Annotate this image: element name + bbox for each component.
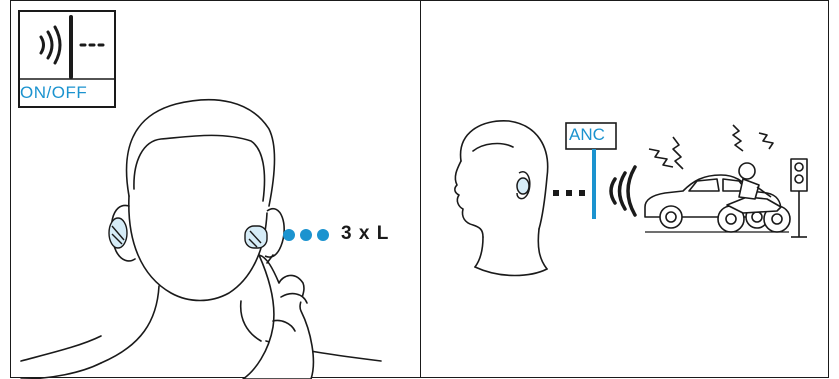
right-panel-drawing (421, 1, 830, 379)
tap-dot (283, 229, 295, 241)
sound-waves-icon (41, 17, 103, 77)
hand-tapping-figure (243, 255, 313, 379)
profile-ear-earbud-icon (517, 172, 530, 199)
noise-zigzag-icons (649, 125, 773, 169)
left-panel-drawing (11, 1, 422, 379)
onoff-label: ON/OFF (20, 83, 87, 103)
tap-dot (300, 229, 312, 241)
right-earbud-icon (245, 226, 267, 248)
right-panel-anc-explainer: ANC (420, 0, 829, 378)
left-earbud-icon (109, 218, 127, 248)
tap-dot (317, 229, 329, 241)
incoming-sound-waves-icon (611, 167, 635, 215)
anc-label: ANC (569, 125, 605, 145)
right-ear (265, 209, 284, 257)
head-profile-figure (455, 121, 548, 276)
tap-count-label: 3 x L (341, 223, 389, 245)
rider-helmet (739, 163, 755, 179)
traffic-light-icon (791, 159, 807, 237)
tap-indicator-dots (283, 229, 329, 241)
sound-dots (553, 190, 585, 196)
left-panel-toggle-anc: ON/OFF 3 x L (10, 0, 421, 378)
